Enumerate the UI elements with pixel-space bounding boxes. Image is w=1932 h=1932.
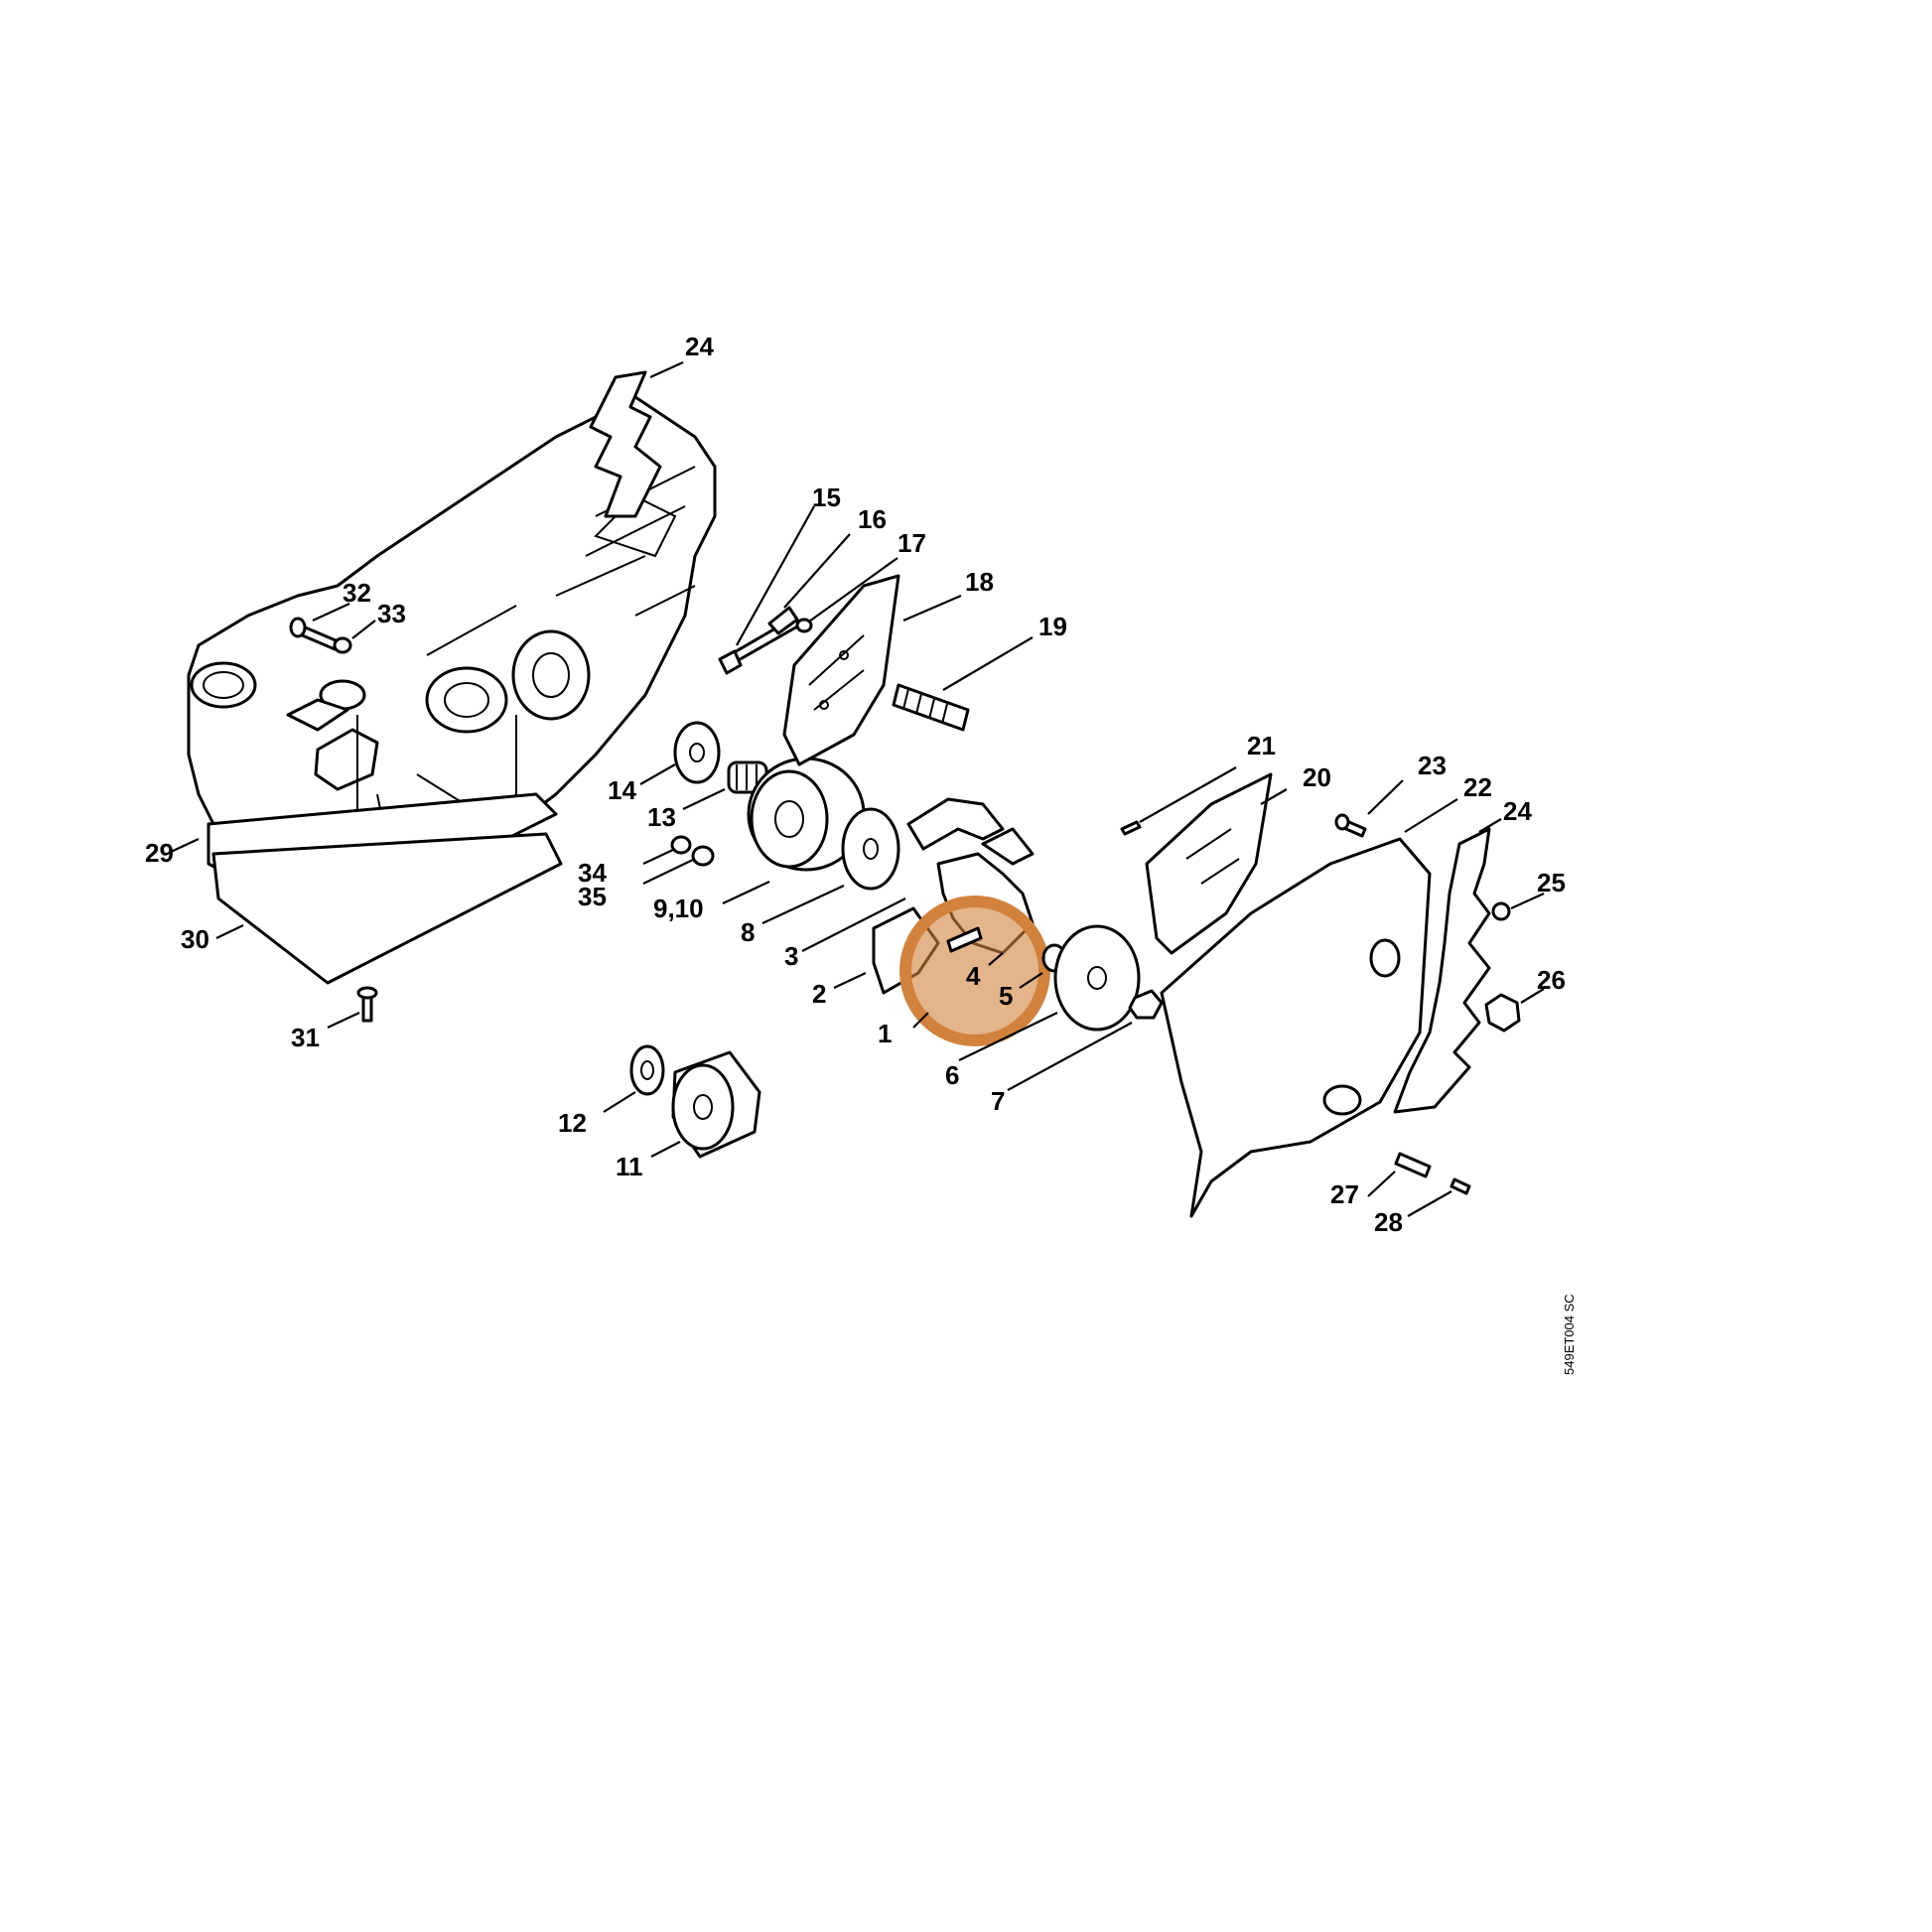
label-18: 18 [965,567,994,597]
label-27: 27 [1330,1179,1359,1209]
label-23: 23 [1418,751,1447,780]
label-30: 30 [181,924,209,954]
washer-17 [795,618,813,633]
label-9-10: 9,10 [653,894,704,923]
label-11: 11 [616,1152,643,1181]
adjuster-16 [767,606,799,635]
label-35: 35 [578,882,607,911]
label-15: 15 [812,483,841,512]
highlight-marker [899,896,1050,1046]
washer-33 [333,636,352,654]
screw-23 [1334,813,1367,838]
label-14: 14 [608,775,636,805]
pin-27 [1394,1152,1432,1178]
label-33: 33 [377,599,406,628]
nut-7 [1128,989,1164,1020]
label-1: 1 [878,1019,892,1048]
label-6: 6 [945,1060,959,1090]
label-4: 4 [966,961,981,991]
label-28: 28 [1374,1207,1403,1237]
nut-25 [1491,901,1511,921]
cover-22 [1160,837,1432,1218]
label-17: 17 [897,528,926,558]
label-12: 12 [558,1108,587,1138]
gasket-right [1393,827,1491,1114]
label-26: 26 [1537,965,1566,995]
clutch-drum-9-10 [747,757,866,872]
part-labels: 24 15 16 17 18 19 32 33 14 13 29 34 35 9… [145,332,1566,1237]
washer-14 [673,721,721,784]
clutch-shoe-3 [906,797,1005,851]
label-2: 2 [812,979,826,1009]
label-29: 29 [145,838,174,868]
label-24-top: 24 [685,332,714,361]
nut-35 [691,845,715,867]
label-21: 21 [1247,731,1276,760]
screw-31 [356,986,378,1023]
label-32: 32 [343,578,371,608]
label-20: 20 [1303,762,1331,792]
screw-28 [1449,1177,1471,1195]
label-25: 25 [1537,868,1566,897]
label-31: 31 [291,1023,320,1052]
gasket-30 [211,832,563,985]
stud-19 [892,683,970,732]
leader-lines [170,360,1545,1217]
label-19: 19 [1038,612,1067,641]
washer-8 [841,807,900,891]
side-plate-18 [782,574,900,766]
guide-plate-20 [1145,772,1273,955]
label-8: 8 [741,917,755,947]
gasket-top [589,370,662,518]
disc-6 [1053,924,1141,1032]
label-5: 5 [999,981,1013,1011]
pin-21 [1120,820,1142,836]
bearing-12 [629,1044,665,1096]
label-34: 34 [578,858,607,888]
label-22: 22 [1463,772,1492,802]
label-3: 3 [784,941,798,971]
label-13: 13 [647,802,676,832]
diagram-reference-code: 549ET004 SC [1562,1294,1577,1375]
washer-34 [670,835,692,855]
label-16: 16 [858,504,887,534]
pulley-11 [671,1050,761,1159]
label-24-right: 24 [1503,796,1532,826]
label-7: 7 [991,1086,1005,1116]
nut-26 [1484,993,1521,1033]
spring-4 [946,926,983,953]
